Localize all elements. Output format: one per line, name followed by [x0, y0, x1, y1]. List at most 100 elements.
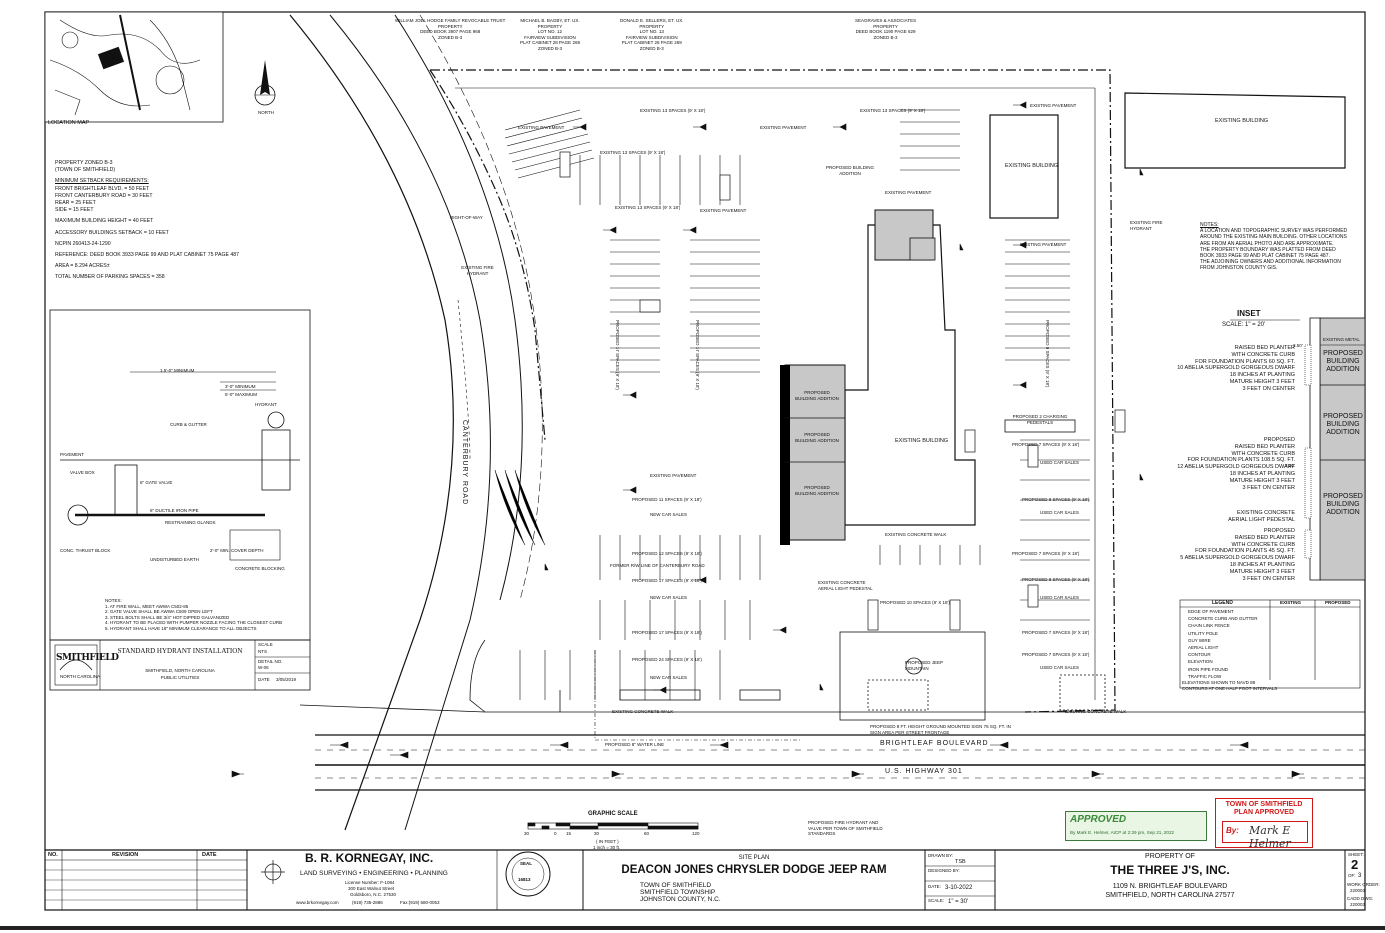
notes-line-4: THE PROPERTY BOUNDARY WAS PLATTED FROM D…: [1200, 246, 1336, 253]
notes-title: NOTES:: [1200, 222, 1219, 228]
proposed-addition-north: PROPOSED BUILDING ADDITION: [825, 165, 874, 176]
approved-stamp: APPROVED By Mark E. Helmer, AICP at 2:29…: [1065, 811, 1207, 841]
water-line-note: PROPOSED 8" WATER LINE: [605, 742, 665, 747]
spaces-16: PROPOSED 17 SPACES (9' X 18'): [632, 630, 702, 635]
sign-note: PROPOSED 8 FT. HEIGHT GROUND MOUNTED SIG…: [870, 724, 1011, 735]
hydrant-callout-7: 6" DUCTILE IRON PIPE: [150, 508, 199, 513]
location-map-site-tag: SITE: [112, 56, 123, 61]
smithfield-logo-text: SMITHFIELD: [56, 653, 119, 663]
north-arrow-icon: [254, 60, 276, 106]
designed-by-label: DESIGNED BY:: [928, 868, 960, 873]
hydrant-detail-box: [49, 309, 311, 691]
hydrant-scale-label: SCALE: [258, 642, 273, 647]
notes-line-5: BOOK 3933 PAGE 99 AND PLAT CABINET 75 PA…: [1200, 253, 1330, 260]
adjoiner-hodge: WILLIAM JOEL HODGE FAMILY REVOCABLE TRUS…: [395, 18, 506, 40]
spaces-13-b: EXISTING 13 SPACES (9' X 18'): [600, 150, 666, 155]
title-block: [45, 849, 1365, 910]
of-value: 3: [1358, 873, 1362, 879]
smithfield-logo-icon: [54, 644, 98, 686]
spaces-8-b: PROPOSED 8 SPACES (9' X 18'): [1022, 577, 1090, 582]
scale-value: 1" = 30': [948, 899, 969, 905]
seal-label: SEAL: [520, 861, 533, 866]
hydrant-proposed-note: PROPOSED FIRE HYDRANT AND VALVE PER TOWN…: [808, 820, 883, 836]
existing-building: [780, 209, 976, 545]
firm-phone: (919) 735-2886: [352, 900, 383, 905]
date-value: 3-10-2022: [945, 885, 973, 891]
proposed-water-line: [594, 650, 800, 741]
spaces-13-a: EXISTING 13 SPACES (9' X 18'): [640, 108, 706, 113]
zoning-line-1: PROPERTY ZONED B-3: [55, 160, 113, 166]
traffic-flow-arrows: [231, 101, 1304, 778]
sheet-label: SHEET:: [1348, 852, 1364, 857]
firm-address-1: 300 East Walnut Street: [348, 886, 395, 891]
legend-box: [1179, 599, 1361, 689]
rev-header-date: DATE: [202, 852, 217, 858]
setback-front-canterbury: FRONT CANTERBURY ROAD = 30 FEET: [55, 192, 153, 199]
inset-dim-1: 3.50': [1293, 343, 1303, 348]
firm-license: License Number: F-1084: [345, 880, 395, 885]
area: AREA = 8.294 ACRES±: [55, 263, 110, 270]
former-rw-label: FORMER R/W LINE OF CANTERBURY ROAD: [610, 563, 705, 568]
scale-inch: 1 inch = 30 ft.: [593, 845, 621, 850]
spaces-8-a: PROPOSED 8 SPACES (9' X 18'): [1022, 497, 1090, 502]
hydrant-callout-9: UNDISTURBED EARTH: [150, 557, 199, 562]
charging-pedestals: PROPOSED 2 CHARGING PEDESTALS: [1012, 414, 1068, 425]
project-town: TOWN OF SMITHFIELD: [640, 882, 712, 889]
legend-col-proposed: PROPOSED: [1325, 600, 1351, 605]
hatched-islands: [559, 151, 1126, 631]
hydrant-detail-title: STANDARD HYDRANT INSTALLATION: [117, 647, 243, 655]
hydrant-detail-no-value: W-06: [258, 665, 269, 670]
work-order-value: 220003: [1350, 888, 1366, 893]
highway-label: U.S. HIGHWAY 301: [885, 768, 963, 775]
pavement-1: EXISTING PAVEMENT: [518, 125, 565, 130]
inset-existing-metal: EXISTING METAL: [1323, 337, 1360, 342]
canterbury-road-label: CANTERBURY ROAD: [461, 420, 468, 506]
spaces-13-d: EXISTING 13 SPACES (9' X 18'): [860, 108, 926, 113]
used-car-sales-3: USED CAR SALES: [1040, 595, 1080, 600]
hydrant-notes: NOTES:1. AT FIRE WALL, MEET AWWA C502-85…: [105, 598, 283, 631]
firm-web: www.brkornegay.com: [296, 900, 339, 905]
hydrant-callout-4: PAVEMENT: [60, 452, 85, 457]
spaces-10: PROPOSED 10 SPACES (9' X 18'): [880, 600, 950, 605]
hydrant-callout-2: 5'-0" MAXIMUM: [225, 392, 257, 397]
jeep-mountain: PROPOSED JEEP MOUNTAIN: [905, 660, 943, 671]
spaces-17-vert-b: PROPOSED 17 SPACES (9' X 18'): [695, 320, 700, 390]
spaces-11: PROPOSED 11 SPACES (9' X 18'): [632, 497, 702, 502]
used-car-sales-2: USED CAR SALES: [1040, 510, 1080, 515]
hydrant-callout-0: 1.5'-0" MINIMUM: [160, 368, 195, 373]
site-features: [469, 419, 1106, 721]
location-map-label: LOCATION MAP: [48, 120, 90, 126]
project-township: SMITHFIELD TOWNSHIP: [640, 889, 716, 896]
owner-address-2: SMITHFIELD, NORTH CAROLINA 27577: [1105, 892, 1235, 899]
existing-building-main-label: EXISTING BUILDING: [895, 438, 949, 444]
survey-notes: NOTES: A LOCATION AND TOPOGRAPHIC SURVEY…: [1200, 222, 1360, 272]
project-name: DEACON JONES CHRYSLER DODGE JEEP RAM: [621, 864, 887, 876]
spaces-17: PROPOSED 17 SPACES (9' X 18'): [632, 578, 702, 583]
firm-name: B. R. KORNEGAY, INC.: [305, 851, 434, 865]
inset-title: INSET: [1237, 309, 1261, 318]
drawn-by-label: DRAWN BY:: [928, 853, 954, 858]
north-label: NORTH: [258, 110, 274, 115]
used-car-sales-4: USED CAR SALES: [1040, 665, 1080, 670]
of-label: OF:: [1348, 873, 1356, 878]
hydrant-callout-5: VALVE BOX: [70, 470, 95, 475]
spaces-7-b: PROPOSED 7 SPACES (9' X 18'): [1012, 551, 1080, 556]
spaces-13-c: EXISTING 13 SPACES (9' X 18'): [615, 205, 681, 210]
spaces-7-c: PROPOSED 7 SPACES (9' X 18'): [1022, 630, 1090, 635]
hydrant-detail-sub-1: SMITHFIELD, NORTH CAROLINA: [145, 668, 215, 673]
canterbury-road: [289, 14, 543, 831]
hydrant-callout-1: 3'-0" MINIMUM: [225, 384, 256, 389]
spaces-7-a: PROPOSED 7 SPACES (9' X 18'): [1012, 442, 1080, 447]
notes-line-1: A LOCATION AND TOPOGRAPHIC SURVEY WAS PE…: [1200, 228, 1348, 235]
legend-title: LEGEND: [1212, 600, 1233, 606]
pavement-7: EXISTING PAVEMENT: [650, 473, 697, 478]
cadd-label: CADD DWG:: [1347, 896, 1374, 901]
owner-address-1: 1109 N. BRIGHTLEAF BOULEVARD: [1112, 883, 1228, 890]
town-approval-stamp: TOWN OF SMITHFIELD PLAN APPROVED By:Mark…: [1215, 798, 1313, 850]
